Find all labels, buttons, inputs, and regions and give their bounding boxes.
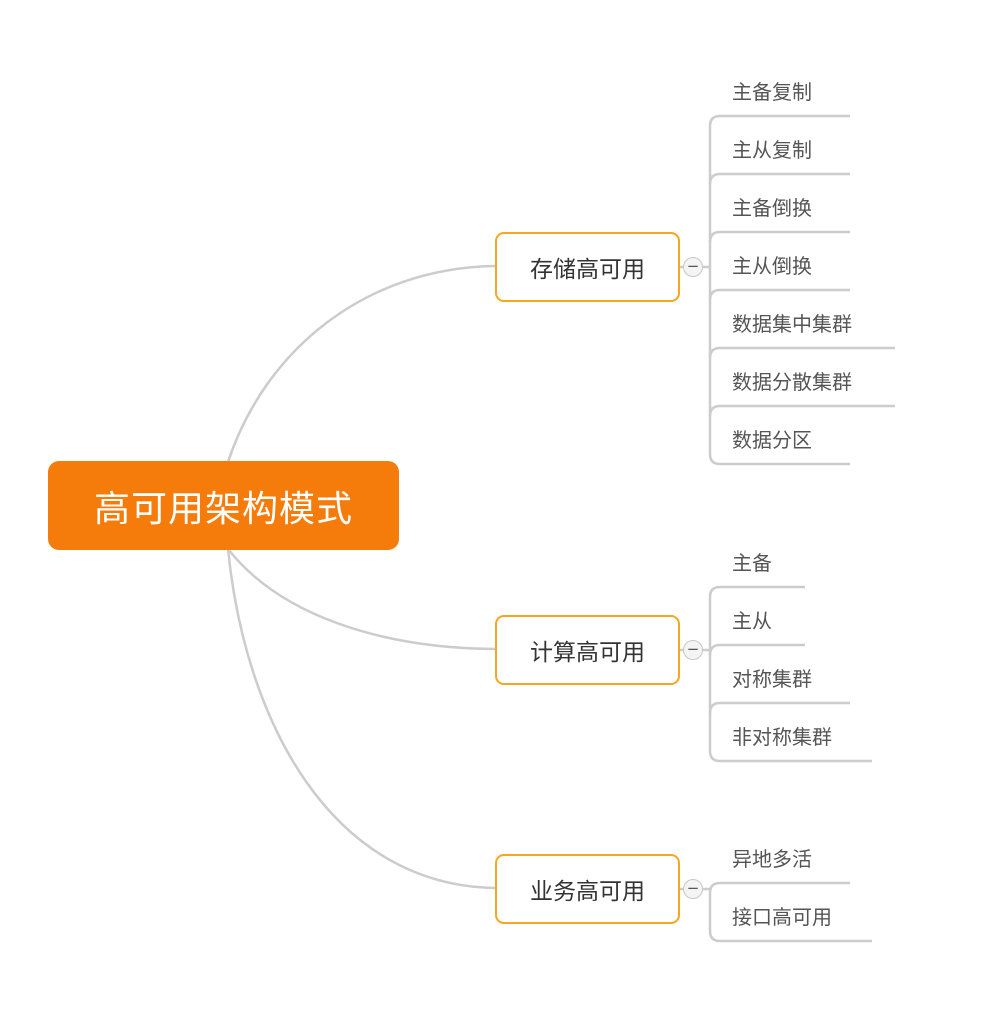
connector-root-storage — [226, 264, 496, 463]
leaf-item[interactable]: 主备 — [732, 551, 772, 575]
leaf-item[interactable]: 对称集群 — [732, 667, 812, 691]
leaf-item[interactable]: 主从倒换 — [732, 254, 812, 278]
leaf-item[interactable]: 主从 — [732, 609, 772, 633]
collapse-toggle-storage[interactable]: − — [683, 257, 703, 277]
leaf-item[interactable]: 异地多活 — [732, 847, 812, 871]
connector-root-business — [226, 548, 496, 890]
leaf-item[interactable]: 主备复制 — [732, 80, 812, 104]
leaf-item[interactable]: 接口高可用 — [732, 905, 832, 929]
bracket-business — [708, 881, 721, 943]
leaf-item[interactable]: 主备倒换 — [732, 196, 812, 220]
connector-root-compute — [227, 548, 496, 651]
leaf-item[interactable]: 主从复制 — [732, 138, 812, 162]
collapse-toggle-compute[interactable]: − — [683, 640, 703, 660]
bracket-compute — [708, 585, 721, 763]
root-topic[interactable]: 高可用架构模式 — [48, 461, 399, 550]
branch-storage-ha[interactable]: 存储高可用 — [495, 232, 680, 302]
collapse-toggle-business[interactable]: − — [683, 879, 703, 899]
leaf-item[interactable]: 数据分散集群 — [732, 370, 852, 394]
bracket-storage — [708, 114, 721, 466]
branch-compute-ha[interactable]: 计算高可用 — [495, 615, 680, 685]
leaf-item[interactable]: 非对称集群 — [732, 725, 832, 749]
leaf-item[interactable]: 数据集中集群 — [732, 312, 852, 336]
leaf-item[interactable]: 数据分区 — [732, 428, 812, 452]
branch-business-ha[interactable]: 业务高可用 — [495, 854, 680, 924]
